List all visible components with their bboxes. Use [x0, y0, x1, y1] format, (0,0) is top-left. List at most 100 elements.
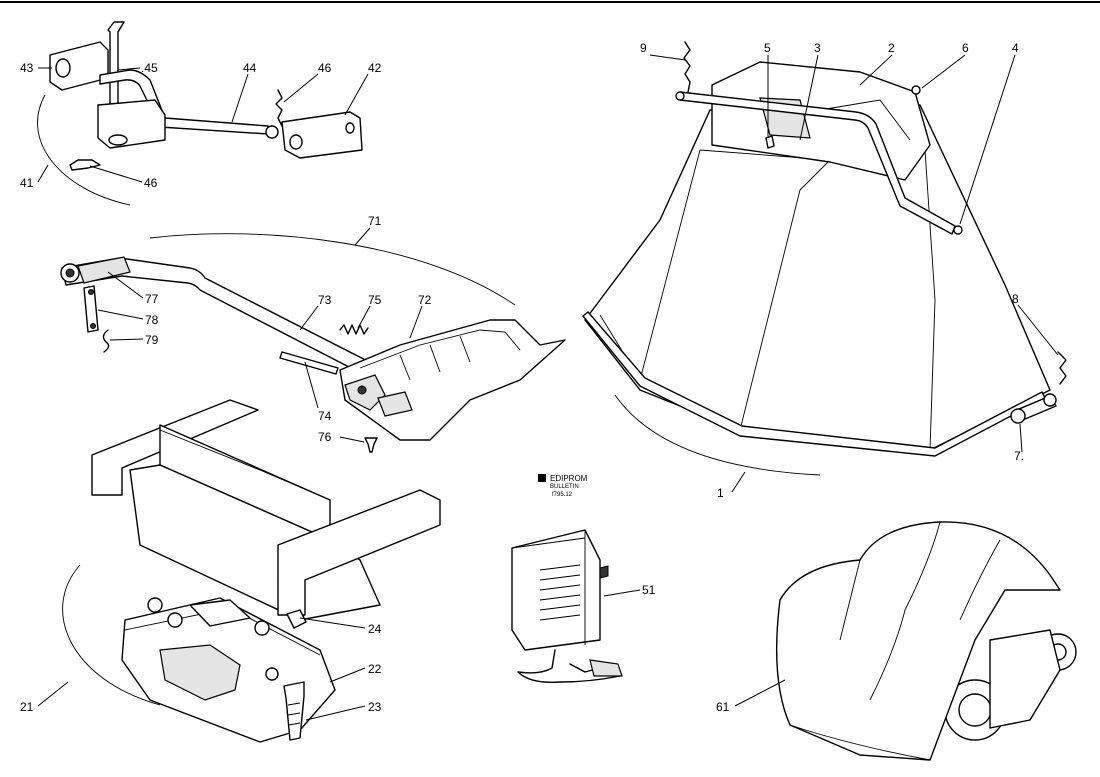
spring-75: [339, 324, 369, 335]
lower-bracket-hole: [108, 134, 128, 146]
chassis-edge: [159, 429, 331, 501]
mower-rear-wheel-hub: [958, 693, 992, 727]
label-79: 79: [145, 333, 159, 347]
label-77: 77: [145, 292, 159, 306]
label-74: 74: [318, 409, 332, 423]
label-9: 9: [640, 41, 647, 55]
bracket-42: [281, 111, 363, 159]
grass-bag-group: [582, 41, 1067, 476]
weight-tab: [189, 599, 251, 627]
label-3: 3: [814, 41, 821, 55]
mower-cover-hem: [789, 724, 931, 761]
chassis-rail-front: [91, 399, 259, 496]
bolt-23-thread: [287, 702, 301, 726]
label-44: 44: [243, 61, 257, 75]
charger-plug: [599, 565, 609, 579]
charger-cable: [517, 649, 621, 683]
logo-sub: BULLETIN: [550, 484, 579, 490]
rod-end-washer: [265, 125, 279, 139]
charger-51: [511, 529, 601, 651]
label-21: 21: [20, 700, 34, 714]
pin-45: [107, 21, 125, 106]
bracket-43-hole: [55, 58, 71, 78]
deck-weight-group: [62, 399, 441, 743]
clip-46b: [69, 159, 101, 171]
weight-22-recess: [159, 644, 241, 701]
label-2: 2: [888, 41, 895, 55]
weight-boss-2: [167, 612, 183, 628]
bracket-42-hole: [289, 134, 303, 150]
top-cover-edge: [819, 99, 911, 141]
handle-bar-end: [675, 91, 685, 101]
label-7: 7.: [1014, 449, 1024, 463]
label-76: 76: [318, 430, 332, 444]
label-4: 4: [1012, 41, 1019, 55]
label-6: 6: [962, 41, 969, 55]
logo-ref: f795.12: [552, 492, 573, 498]
group-21-arc: [62, 564, 161, 706]
leader-lines: [37, 54, 1059, 721]
link-78: [83, 285, 99, 333]
label-5: 5: [764, 41, 771, 55]
axle-end: [1043, 393, 1057, 407]
hitch-linkage-group: [37, 21, 363, 206]
pin-4: [953, 225, 963, 235]
clip-8: [1057, 351, 1067, 385]
chassis-underside: [129, 464, 381, 621]
label-23: 23: [368, 700, 382, 714]
clip-79: [102, 329, 110, 353]
link-78-hole-top: [88, 289, 94, 295]
label-61: 61: [716, 700, 730, 714]
link-78-hole-bottom: [90, 323, 96, 329]
bracket-72-catch: [377, 391, 413, 417]
label-75: 75: [368, 293, 382, 307]
chassis-rail-rear: [277, 489, 441, 616]
pin-5: [765, 135, 775, 149]
rod-74: [279, 351, 339, 375]
label-46b: 46: [144, 176, 158, 190]
weight-boss-1: [147, 597, 163, 613]
label-46a: 46: [318, 61, 332, 75]
label-72: 72: [418, 293, 432, 307]
charger-edges: [511, 530, 586, 645]
lever-knob-center: [65, 268, 75, 278]
group-1-arc: [614, 394, 821, 476]
charger-vents: [539, 564, 581, 621]
label-22: 22: [368, 662, 382, 676]
bracket-72-rib: [359, 329, 521, 369]
charger-clamp: [589, 659, 623, 677]
lower-bracket: [97, 99, 166, 149]
weight-boss-3: [254, 620, 270, 636]
weight-boss-4: [265, 667, 279, 681]
label-71: 71: [368, 214, 382, 228]
label-8: 8: [1012, 292, 1019, 306]
bolt-23: [283, 681, 305, 741]
bag-seams: [639, 149, 936, 451]
logo-brand: EDIPROM: [550, 474, 588, 483]
charger-group: [511, 529, 623, 683]
mower-deck: [989, 629, 1061, 729]
bracket-72-ribs: [399, 335, 471, 381]
label-42: 42: [368, 61, 382, 75]
group-41-arc: [37, 94, 131, 206]
label-45: .45: [141, 61, 158, 75]
mower-cover-folds: [839, 521, 1001, 701]
label-1: 1: [717, 486, 724, 500]
top-cover-2: [711, 61, 931, 181]
knob-6: [911, 85, 921, 95]
grip-77: [77, 256, 131, 284]
label-43: 43: [20, 61, 34, 75]
screw-76: [364, 437, 378, 453]
clip-46a: [275, 89, 283, 127]
bracket-72-bolt: [357, 385, 367, 395]
label-24: 24: [368, 622, 382, 636]
bag-bottom-rim: [582, 311, 1046, 457]
label-41: 41: [20, 176, 34, 190]
bracket-42-hole-2: [345, 122, 355, 134]
lift-lever-group: [60, 233, 566, 453]
label-73: 73: [318, 293, 332, 307]
nut-24: [286, 609, 307, 629]
group-71-arc: [149, 233, 516, 306]
mower-cover-61: [775, 521, 1061, 761]
